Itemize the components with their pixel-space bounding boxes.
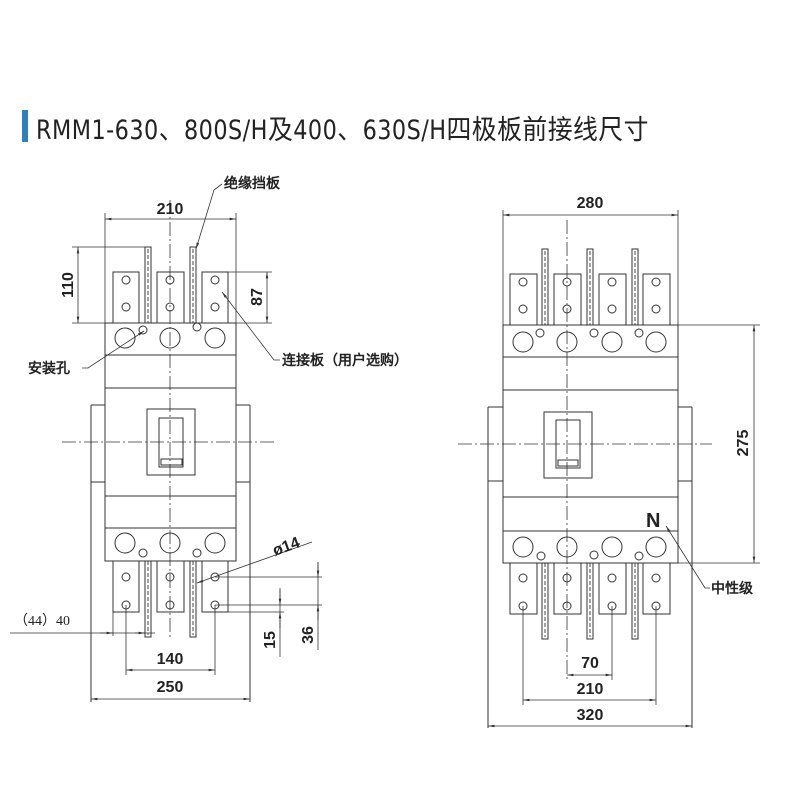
dim-280: 280 bbox=[577, 195, 604, 212]
label-mounting-hole: 安装孔 bbox=[28, 360, 70, 377]
right-bottom-terminal-block bbox=[502, 530, 679, 564]
dim-210-top: 210 bbox=[157, 201, 184, 218]
label-connection-plate: 连接板（用户选购） bbox=[282, 352, 408, 369]
right-top-holes bbox=[512, 328, 667, 353]
page-title: RMM1-630、800S/H及400、630S/H四极板前接线尺寸 bbox=[36, 115, 649, 146]
dim-15: 15 bbox=[262, 631, 279, 649]
right-handle-frame bbox=[543, 411, 593, 479]
left-handle bbox=[158, 417, 184, 468]
label-insulation-barrier: 绝缘挡板 bbox=[224, 175, 281, 192]
right-body bbox=[502, 324, 679, 532]
right-top-connection-plates bbox=[509, 273, 671, 326]
neutral-marker: N bbox=[646, 510, 660, 532]
left-breaker-view: 210 110 87 绝缘挡板 安装孔 连接板（用户选购） ø14 36 15 … bbox=[10, 175, 408, 702]
dim-36: 36 bbox=[300, 626, 317, 644]
right-bottom-holes bbox=[512, 536, 667, 561]
dim-250: 250 bbox=[157, 679, 184, 696]
title-accent-bar bbox=[22, 110, 28, 142]
dim-110: 110 bbox=[60, 272, 77, 298]
label-neutral-pole: 中性级 bbox=[711, 580, 754, 597]
left-bottom-connection-plates bbox=[112, 560, 229, 613]
left-bottom-barriers bbox=[144, 560, 197, 638]
dim-140: 140 bbox=[157, 651, 184, 668]
dim-70: 70 bbox=[581, 655, 599, 672]
dim-210-bottom: 210 bbox=[577, 681, 604, 698]
left-top-connection-plates bbox=[112, 271, 229, 324]
dim-320: 320 bbox=[577, 707, 604, 724]
left-body-top bbox=[104, 322, 237, 529]
dim-diameter-14: ø14 bbox=[271, 534, 303, 559]
right-bottom-barriers bbox=[541, 562, 639, 640]
right-breaker-view: 280 275 N 中性级 70 210 320 bbox=[458, 195, 760, 728]
right-top-barriers bbox=[541, 248, 639, 326]
dim-44-40: （44）40 bbox=[14, 613, 70, 629]
left-top-barriers bbox=[144, 246, 197, 324]
dim-87: 87 bbox=[249, 288, 266, 306]
dim-275: 275 bbox=[735, 430, 752, 457]
